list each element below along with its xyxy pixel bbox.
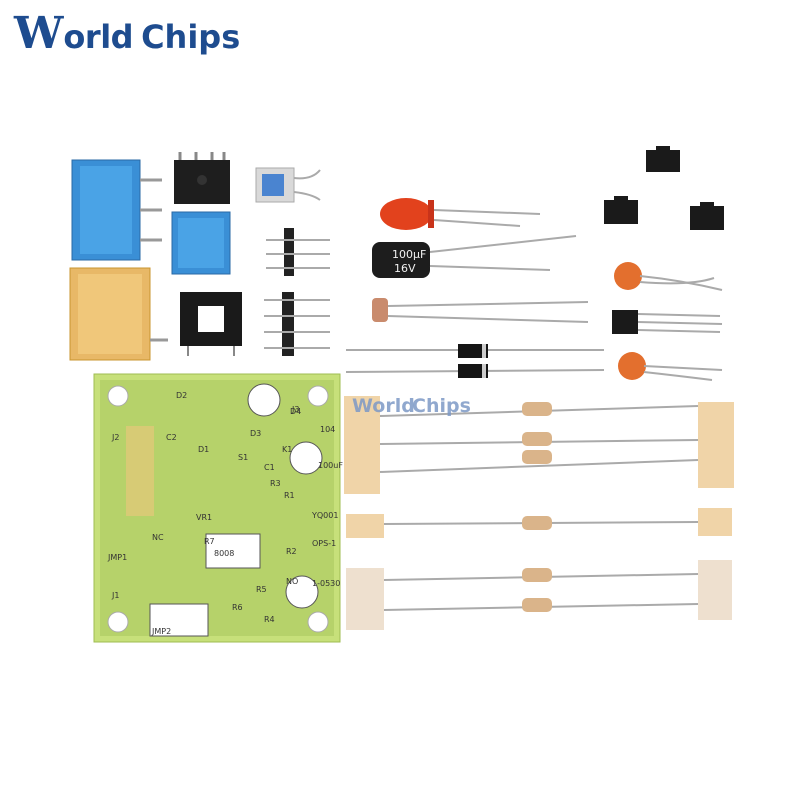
- red-led: [380, 198, 541, 230]
- jumper-cap-2: [604, 196, 638, 224]
- pcb-chip-label: 8008: [214, 549, 234, 558]
- resistor-strip-1: [344, 396, 734, 494]
- blue-terminal-block-large: [71, 159, 162, 261]
- pcb-label: R6: [232, 603, 243, 612]
- watermark: World Chips: [352, 395, 471, 417]
- trimmer-potentiometer: [255, 167, 321, 203]
- logo-text-chips: Chips: [141, 18, 241, 56]
- pcb-label: K1: [282, 445, 292, 454]
- pcb-label: NO: [286, 577, 298, 586]
- pcb-label: D1: [198, 445, 209, 454]
- resistor-strip-3: [346, 560, 732, 630]
- pcb-label: R5: [256, 585, 267, 594]
- pcb-label: R4: [264, 615, 275, 624]
- pcb-label: JMP2: [151, 627, 171, 636]
- pcb-label: D2: [176, 391, 187, 400]
- pcb-label: YQ001: [311, 511, 338, 520]
- pcb-label: R7: [204, 537, 215, 546]
- pcb-label: D3: [250, 429, 261, 438]
- pcb-label: C1: [264, 463, 275, 472]
- watermark-world: World: [352, 395, 415, 417]
- logo-letter-w: W: [14, 8, 64, 59]
- pin-header-3: [266, 228, 330, 276]
- pcb-label: 1-0530: [312, 579, 340, 588]
- logo-text-world: orld: [63, 18, 134, 56]
- diode-1: [346, 344, 604, 358]
- pcb-label: J1: [111, 591, 119, 600]
- pcb-label: NC: [152, 533, 164, 542]
- pin-header-4: [264, 292, 330, 356]
- ceramic-capacitor-2: [618, 352, 723, 381]
- jumper-cap-1: [646, 146, 680, 172]
- ceramic-capacitor-1: [614, 262, 723, 291]
- pcb-label: JMP1: [107, 553, 127, 562]
- blue-terminal-block-small: [171, 211, 231, 275]
- jumper-cap-3: [690, 202, 724, 230]
- diode-2: [345, 364, 605, 378]
- world-chips-logo: W orld Chips: [14, 8, 241, 59]
- electrolytic-capacitor: 100μF 16V: [372, 235, 577, 278]
- pcb-label: R2: [286, 547, 297, 556]
- pcb-label: OPS-1: [312, 539, 336, 548]
- watermark-chips: Chips: [412, 395, 471, 417]
- transistor: [612, 310, 723, 334]
- pcb-label: D4: [290, 407, 301, 416]
- resistor-strip-2: [346, 508, 732, 538]
- capacitor-value: 100μF: [392, 248, 426, 261]
- relay: [69, 267, 168, 361]
- pcb-label: J3: [291, 405, 299, 414]
- ic-chip: [174, 152, 230, 204]
- pcb-label: R3: [270, 479, 281, 488]
- pcb-label: VR1: [196, 513, 212, 522]
- pcb-label: C2: [166, 433, 177, 442]
- capacitor-voltage: 16V: [394, 262, 416, 275]
- photoresistor: [372, 298, 589, 323]
- ic-socket: [180, 292, 242, 356]
- pcb-label: S1: [238, 453, 248, 462]
- pcb-label: 100uF: [318, 461, 343, 470]
- pcb-label: 104: [320, 425, 335, 434]
- pcb-label: J2: [111, 433, 119, 442]
- pcb-label: R1: [284, 491, 295, 500]
